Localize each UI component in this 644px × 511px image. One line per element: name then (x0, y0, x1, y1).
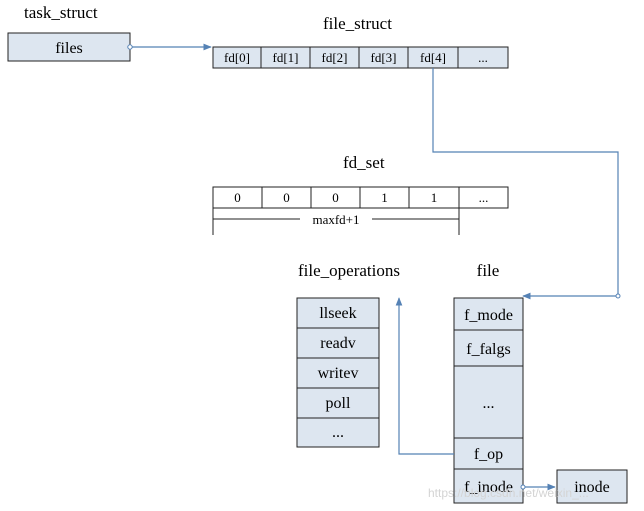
file-operations-table: llseek readv writev poll ... (296, 297, 380, 448)
file-operations-item-label: llseek (319, 305, 356, 322)
file-struct-cell-label: fd[3] (371, 50, 397, 65)
file-operations-item (296, 417, 380, 448)
file-field (453, 297, 524, 331)
arrow-origin-dot (520, 484, 526, 490)
file-field-label: f_falgs (466, 341, 510, 358)
file-operations-item (296, 387, 380, 419)
task-struct-files-box (7, 32, 131, 62)
file-struct-cell (457, 46, 509, 69)
file-operations-title: file_operations (298, 261, 400, 280)
fd-set-cell-value: 0 (332, 190, 339, 205)
fd4-to-file-arrow (432, 68, 619, 300)
file-struct-title: file_struct (323, 14, 392, 33)
fd-set-cell-value: ... (479, 190, 489, 205)
file-struct-row: fd[0] fd[1] fd[2] fd[3] fd[4] ... (212, 46, 509, 69)
file-operations-item (296, 327, 380, 359)
watermark-text: https://blog.csdn.net/weixin_... (428, 486, 589, 500)
arrow-origin-dot (127, 44, 133, 50)
file-field-label: f_inode (464, 479, 513, 496)
fd-set-cell (458, 186, 509, 209)
fd-set-cell-value: 1 (381, 190, 388, 205)
file-operations-item-label: poll (326, 395, 351, 412)
file-field (453, 468, 524, 504)
fd-set-cell-value: 0 (283, 190, 290, 205)
maxfd-range-bracket (212, 208, 460, 235)
file-struct-cell-label: fd[2] (322, 50, 348, 65)
fd-set-title: fd_set (343, 153, 385, 172)
file-struct-cell-label: fd[0] (224, 50, 250, 65)
file-operations-item-label: writev (318, 365, 359, 382)
file-title: file (477, 261, 500, 280)
fd-set-cell-value: 0 (234, 190, 241, 205)
inode-label: inode (574, 479, 610, 496)
inode-box (556, 469, 628, 504)
file-field (453, 365, 524, 439)
file-field (453, 329, 524, 367)
file-table: f_mode f_falgs ... f_op f_inode (453, 297, 524, 504)
fd-set-cell-value: 1 (431, 190, 438, 205)
file-struct-cell-label: ... (478, 50, 488, 65)
task-struct-title: task_struct (24, 3, 98, 22)
file-operations-item-label: readv (320, 335, 356, 352)
file-field-label: ... (483, 395, 495, 412)
arrow-corner-dot (615, 293, 621, 299)
maxfd-range-label: maxfd+1 (312, 212, 359, 227)
f-op-to-file-operations-arrow (395, 297, 454, 455)
file-struct-cell-label: fd[4] (420, 50, 446, 65)
fd-set-row: 0 0 0 1 1 ... (212, 186, 509, 209)
file-operations-item (296, 357, 380, 389)
task-struct-files-label: files (55, 40, 83, 57)
file-struct-cell-label: fd[1] (273, 50, 299, 65)
file-field-label: f_op (474, 446, 503, 463)
file-operations-item (296, 297, 380, 329)
file-operations-item-label: ... (332, 424, 344, 441)
file-field-label: f_mode (464, 307, 513, 324)
